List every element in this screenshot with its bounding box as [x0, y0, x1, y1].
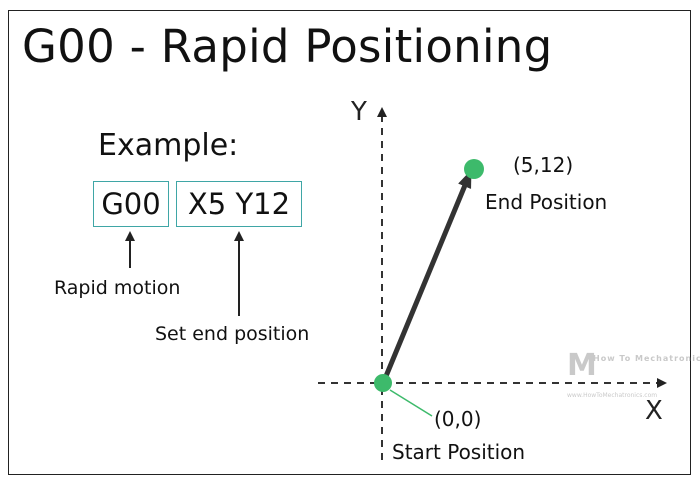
watermark-url: www.HowToMechatronics.com — [567, 392, 658, 399]
watermark-mark: M — [567, 348, 597, 383]
watermark-brand: How To Mechatronics — [593, 354, 700, 363]
code-command: G00 — [101, 187, 161, 221]
code-params: X5 Y12 — [187, 187, 291, 221]
params-note: Set end position — [155, 323, 310, 345]
start-coordinates: (0,0) — [434, 407, 482, 431]
start-leader-line — [389, 389, 433, 417]
diagram-frame — [8, 10, 691, 475]
start-position-label: Start Position — [392, 440, 526, 464]
y-axis-label: Y — [351, 97, 367, 127]
code-params-box: X5 Y12 — [176, 181, 302, 227]
end-coordinates: (5,12) — [513, 153, 574, 177]
start-point — [374, 374, 392, 392]
x-axis-label: X — [645, 396, 663, 426]
example-label: Example: — [98, 128, 239, 163]
command-note: Rapid motion — [54, 277, 181, 299]
diagram-title: G00 - Rapid Positioning — [22, 20, 553, 73]
end-position-label: End Position — [485, 190, 608, 214]
end-point — [464, 159, 484, 179]
rapid-move-arrow — [381, 169, 472, 382]
code-command-box: G00 — [93, 181, 169, 227]
